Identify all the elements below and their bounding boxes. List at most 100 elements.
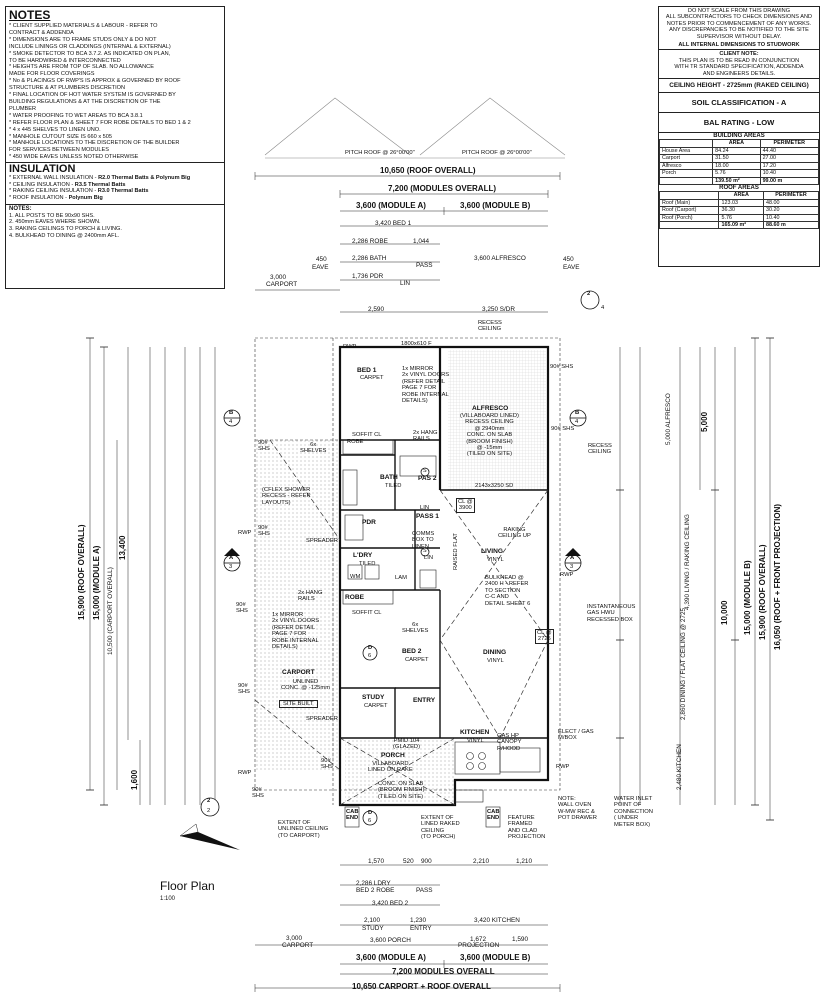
mirror-note-line: 1x MIRROR	[272, 612, 304, 618]
shs-left-5: 90# SHS	[321, 758, 333, 771]
note-item: * FINAL LOCATION OF HOT WATER SYSTEM IS …	[9, 92, 176, 99]
note-item: TO BE HARDWIRED & INTERCONNECTED	[9, 57, 121, 64]
window-1800: 1800x610 F	[401, 341, 432, 347]
warning-line: SUPERVISOR WITHOUT DELAY.	[696, 33, 782, 40]
note-item: * 4 x 445 SHELVES TO LINEN UNO.	[9, 126, 101, 133]
window-2143: 2143x3250 SD	[475, 483, 514, 489]
dim-3250: 3,250 S/DR	[482, 306, 516, 313]
room-bed1: BED 1	[357, 367, 377, 374]
rwp-left: RWP	[238, 530, 252, 536]
room-pass2: PAS 2	[418, 475, 437, 482]
raised-flat-label: RAISED FLAT	[453, 533, 459, 570]
dim-module-a-bottom: 3,600 (MODULE A)	[356, 953, 426, 962]
section-c-top: 2	[587, 291, 591, 297]
mirror-note-line: PAGE 7 FOR	[272, 631, 307, 638]
detail-d-bot: D	[368, 810, 373, 816]
extent-line: (TO PORCH)	[421, 834, 456, 841]
wall-oven-line: WALL OVEN	[558, 802, 592, 809]
hwu-line: GAS HWU	[587, 610, 615, 617]
section-a-right-sheet: 3	[570, 564, 574, 570]
mirror-note-line: ROBE INTERNAL	[272, 637, 319, 644]
client-note: CLIENT NOTE: THIS PLAN IS TO BE READ IN …	[659, 49, 819, 78]
insulation-value: R3.0 Thermal Batts	[97, 188, 149, 195]
note-item: * WATER PROOFING TO WET AREAS TO BCA 3.8…	[9, 112, 143, 119]
recess-ceiling-top: RECESS CEILING	[478, 320, 502, 333]
cflex-line: RECESS - REFER	[262, 493, 311, 500]
dim-lin: LIN	[400, 280, 410, 287]
dim-eave-top-right: 450	[563, 256, 574, 263]
dim-pdr: 1,736 PDR	[352, 273, 384, 280]
insulation-value: R3.5 Thermal Batts	[74, 181, 126, 188]
note-item: 2. 450mm EAVES WHERE SHOWN.	[9, 219, 101, 226]
porch-conc-line: (BROOM FINISH)	[378, 787, 425, 794]
bulkhead-line: C-C AND	[485, 594, 509, 601]
note-item: * HEIGHTS ARE FROM TOP OF SLAB. NO ALLOW…	[9, 64, 154, 71]
dim-bed2robe-lbl: BED 2 ROBE	[356, 887, 395, 894]
pmid-line: PMID 104	[393, 738, 420, 744]
shelves-line: SHELVES	[402, 628, 429, 635]
hwu-line: INSTANTANEOUS	[587, 604, 636, 610]
bulkhead-line: DETAIL SHEET 6	[485, 600, 531, 607]
note-item: INCLUDE LININGS OR CLADDINGS (INTERNAL &…	[9, 43, 171, 50]
wall-oven-line: W-MW REC &	[558, 808, 595, 815]
water-inlet-line: METER BOX)	[614, 821, 651, 828]
hang-rails-line: RAILS	[298, 596, 315, 603]
dim-1600: 1,600	[130, 769, 139, 790]
porch-hatch	[345, 738, 455, 804]
cab-end-line: END	[346, 815, 359, 822]
detail-d-bot-sheet: 6	[368, 818, 372, 824]
room-pass1: PASS 1	[416, 513, 439, 520]
room-ldry-finish: TILED	[359, 561, 376, 567]
note-item: STRUCTURE & AT PLUMBERS DISCRETION	[9, 85, 126, 92]
dim-module-a-top: 3,600 (MODULE A)	[356, 201, 426, 210]
warning-line: DO NOT SCALE FROM THIS DRAWING	[687, 8, 791, 14]
dim-3420-bed2: 3,420 BED 2	[372, 900, 409, 907]
note-item: PLUMBER	[9, 105, 37, 112]
wall-oven-line: POT DRAWER	[558, 815, 597, 822]
room-bed2: BED 2	[402, 648, 422, 655]
insulation-list: * EXTERNAL WALL INSULATION - R2.0 Therma…	[6, 175, 224, 201]
dim-kitchen-right: 2,480 KITCHEN	[676, 744, 683, 790]
comms-line: LINEN	[412, 543, 430, 550]
room-dining: DINING	[483, 649, 507, 656]
insulation-row: * RAKING CEILING INSULATION - R3.0 Therm…	[6, 188, 224, 195]
warning-line: NOTES PRIOR TO COMMENCEMENT OF ANY WORKS…	[666, 20, 812, 27]
water-inlet-line: CONNECTION	[614, 808, 653, 815]
insulation-label: * ROOF INSULATION -	[9, 194, 69, 201]
alfresco-note-line: RECESS CEILING	[465, 419, 514, 426]
dim-kitchen: 3,420 KITCHEN	[474, 917, 520, 924]
area-cell: Roof (Main)	[658, 198, 720, 208]
section-a-left: A	[229, 555, 234, 561]
cflex-line: (CFLEX SHOWER	[262, 487, 311, 493]
note-item: * MANHOLE LOCATIONS TO THE DISCRETION OF…	[9, 140, 180, 147]
warning-line: ANY DISCREPANCIES TO BE NOTIFIED TO THE …	[669, 27, 809, 34]
ceiling-height: CEILING HEIGHT - 2725mm (RAKED CEILING)	[659, 78, 819, 92]
dim-13400: 13,400	[118, 535, 127, 560]
section-a-left-sheet: 3	[229, 564, 233, 570]
area-col-header: AREA	[712, 139, 761, 148]
roof-areas-title: ROOF AREAS	[719, 184, 759, 191]
extent-line: (TO CARPORT)	[278, 832, 320, 839]
dim-projection: PROJECTION	[458, 942, 500, 949]
room-bed1-finish: CARPET	[360, 375, 384, 381]
soffit-label-2: SOFFIT CL	[352, 610, 382, 616]
raking-lines	[254, 439, 549, 806]
dim-2590: 2,590	[368, 306, 384, 313]
dim-eave-top-right-lbl: EAVE	[563, 264, 580, 271]
section-c-bottom: 2	[207, 798, 211, 804]
extent-line: EXTENT OF	[278, 820, 311, 826]
lam-label: LAM	[395, 575, 407, 581]
mirror-note-line: (REFER DETAIL	[272, 624, 316, 631]
room-porch: PORCH	[381, 752, 405, 759]
